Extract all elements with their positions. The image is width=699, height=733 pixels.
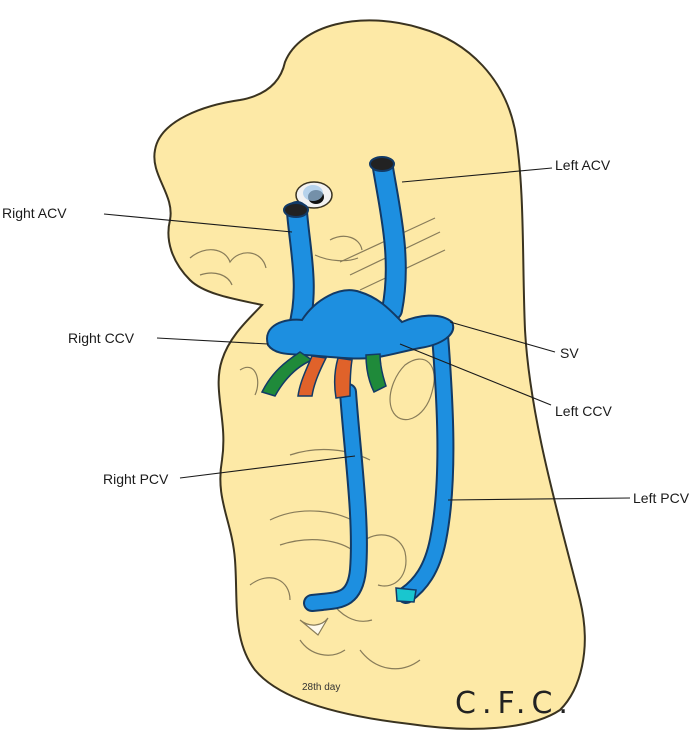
label-right-pcv: Right PCV (103, 471, 169, 487)
artist-signature: C.F.C. (455, 686, 574, 721)
right-acv-opening (283, 202, 309, 218)
label-left-pcv: Left PCV (633, 490, 690, 506)
label-left-ccv: Left CCV (555, 403, 612, 419)
label-sv: SV (560, 345, 579, 361)
left-pcv-tip (395, 587, 417, 603)
left-green-vessel (365, 353, 387, 394)
eye (295, 181, 333, 209)
label-left-acv: Left ACV (555, 157, 611, 173)
right-orange-vessel (297, 355, 328, 397)
caption-28th-day: 28th day (302, 682, 340, 693)
label-right-acv: Right ACV (2, 205, 67, 221)
leader-lines (103, 167, 631, 501)
left-orange-vessel (333, 357, 353, 399)
left-acv-opening (369, 156, 395, 172)
right-green-vessel (260, 351, 314, 397)
label-right-ccv: Right CCV (68, 330, 135, 346)
